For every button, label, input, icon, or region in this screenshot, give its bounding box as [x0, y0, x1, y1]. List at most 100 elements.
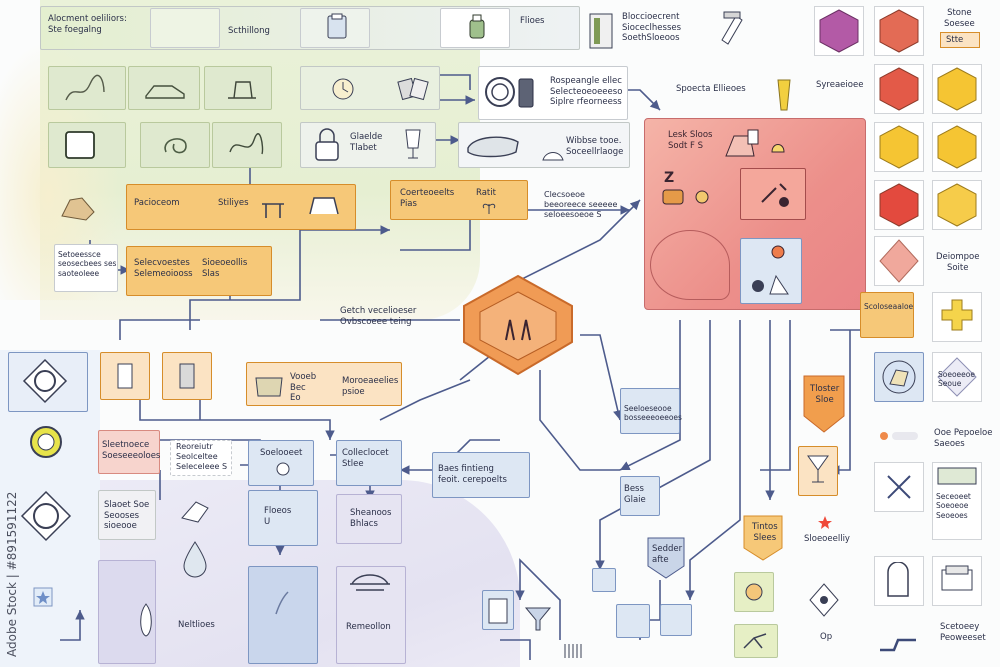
blue-note-box	[620, 388, 680, 434]
red-inner-box	[740, 168, 806, 220]
remeollon-box	[336, 566, 406, 664]
small-box-3	[616, 604, 650, 638]
yellow-hexagon-icon	[879, 125, 919, 169]
green-cell-2	[128, 66, 200, 110]
barcode-icon	[562, 640, 586, 662]
orange-dot-icon	[770, 244, 786, 260]
seashell-icon	[136, 600, 156, 640]
red-panel-curve	[650, 230, 730, 300]
sedder-label: Sedder afte	[652, 544, 683, 565]
hat-icon	[222, 72, 262, 106]
green-cell-3	[204, 66, 272, 110]
flosoes-box	[248, 490, 318, 546]
calculator-icon	[486, 596, 510, 626]
lemon-ring-icon	[24, 420, 68, 464]
slogt-label: Slaoet Soe Seooses sioeooe	[104, 500, 150, 532]
slogt-box	[98, 490, 156, 540]
green-cell-6	[140, 122, 210, 168]
diamond-marker-icon	[806, 580, 842, 620]
red-hexagon-icon	[879, 9, 919, 53]
mid-orange-label: Vooeb Bec Eo	[290, 372, 317, 404]
cutter-icon	[176, 494, 216, 530]
stte-badge	[940, 32, 980, 48]
tintos-pentagon-icon	[740, 512, 786, 564]
small-box-4	[660, 604, 692, 636]
thread-spool-icon	[224, 128, 268, 162]
bag-icon	[56, 190, 102, 224]
header-label: Alocment oeliliors: Ste foegalng	[48, 14, 127, 35]
symeelo-label: Syreaeioee	[816, 80, 864, 90]
bess-box	[620, 476, 660, 516]
shanos-label: Sheanoos Bhlacs	[350, 508, 392, 529]
yellow-hexagon-icon	[937, 183, 977, 227]
tank-icon	[516, 76, 536, 110]
small-box-2	[592, 568, 616, 592]
selection-box	[126, 246, 272, 296]
flag-icon	[692, 186, 712, 208]
yellow-plus-icon	[941, 299, 973, 331]
reoreiutr-label: Reoreiutr Seolceltee Seleceleee S	[176, 442, 228, 471]
rope-coil-icon	[20, 356, 70, 406]
neltlioes-label: Neltlioes	[178, 620, 215, 630]
tioaster-pentagon-icon	[800, 372, 848, 436]
sleetno-label: Sleetnoece Soeseeeoloes	[102, 440, 161, 461]
pot-icon	[252, 368, 286, 400]
scthillong-label: Scthillong	[228, 26, 270, 36]
padlock-icon	[312, 126, 342, 164]
flosoes-label: Floeos U	[264, 506, 292, 527]
op-label: Op	[820, 632, 833, 642]
secteey-label: Scetoeey Peoweeset	[940, 622, 986, 643]
stock-label: Bloccioecrent Sioceclhesses SoethSloeoos	[622, 12, 682, 44]
orange-capsule-icon	[876, 424, 922, 448]
spoecta-label: Spoecta Ellieoes	[676, 84, 746, 94]
tags-icon	[396, 74, 432, 104]
purple-hexagon-icon	[819, 9, 859, 53]
bench-icon	[304, 190, 344, 222]
orange-hexagon-icon	[456, 270, 580, 380]
swirl-icon	[156, 128, 196, 162]
printer-icon	[936, 560, 978, 602]
stone-label: Stone Soesee	[944, 8, 975, 29]
scalue-box	[860, 292, 914, 338]
hammer-icon	[754, 176, 794, 212]
green-cell-7	[212, 122, 282, 168]
pipe-icon	[876, 630, 922, 660]
baes-box	[432, 452, 530, 498]
blue-note-label: Seeloeseooe bosseeeoeeoes	[624, 404, 682, 423]
shanos-box	[336, 494, 402, 544]
cross-tools-icon	[880, 468, 918, 506]
tintos-label: Tintos Slees	[752, 522, 778, 543]
star-box-icon	[32, 586, 54, 608]
cap-icon	[540, 146, 566, 164]
respiratory-box	[478, 66, 628, 120]
yellow-tube-icon	[776, 78, 792, 114]
bess-label: Bess Glaie	[624, 484, 646, 505]
selection-label: Selecvoestes Selemeoiooss	[134, 258, 193, 279]
header-slot-1	[150, 8, 220, 48]
pink-diamond-icon	[879, 239, 919, 283]
reoreiutr-box	[170, 440, 232, 476]
red-panel-z: Z	[664, 170, 675, 186]
down-pentagon-icon	[644, 534, 688, 582]
bell-icon	[768, 136, 788, 158]
seoereo-label: Soeoeeoe Seoue	[938, 370, 975, 389]
table-icon	[258, 192, 288, 222]
book-stack-icon	[588, 10, 614, 50]
wibbse-label: Wibbse tooe. Soceellrlaoge	[566, 136, 624, 157]
pacioceom-label: Pacioceom	[134, 198, 180, 208]
pen-tool-icon	[716, 6, 746, 46]
stte-label: Stte	[946, 35, 964, 45]
mid-orange-label-2: Moroeaeelies psioe	[342, 376, 399, 397]
seceoeet-label: Seceoeet Soeoeoe Seoeoes	[936, 492, 971, 520]
cecaseio-note: Clecsoeoe beeoreece seeeee seloeesoeoe S	[544, 190, 618, 219]
guitar-pick-icon	[740, 578, 768, 606]
tioaster-label: Tloster Sloe	[810, 384, 840, 405]
glaelde-label: Glaelde Tlabet	[350, 132, 383, 153]
daaepe-label: Deiompoe Soite	[936, 252, 980, 273]
mixer-icon	[720, 124, 770, 164]
square-outline-icon	[62, 128, 98, 162]
clipboard-icon	[322, 12, 352, 42]
colleo-label: Colleclocet Stlee	[342, 448, 389, 469]
sidebar-note: Setoeessce seosecbees ses saoteoleee	[58, 250, 117, 278]
